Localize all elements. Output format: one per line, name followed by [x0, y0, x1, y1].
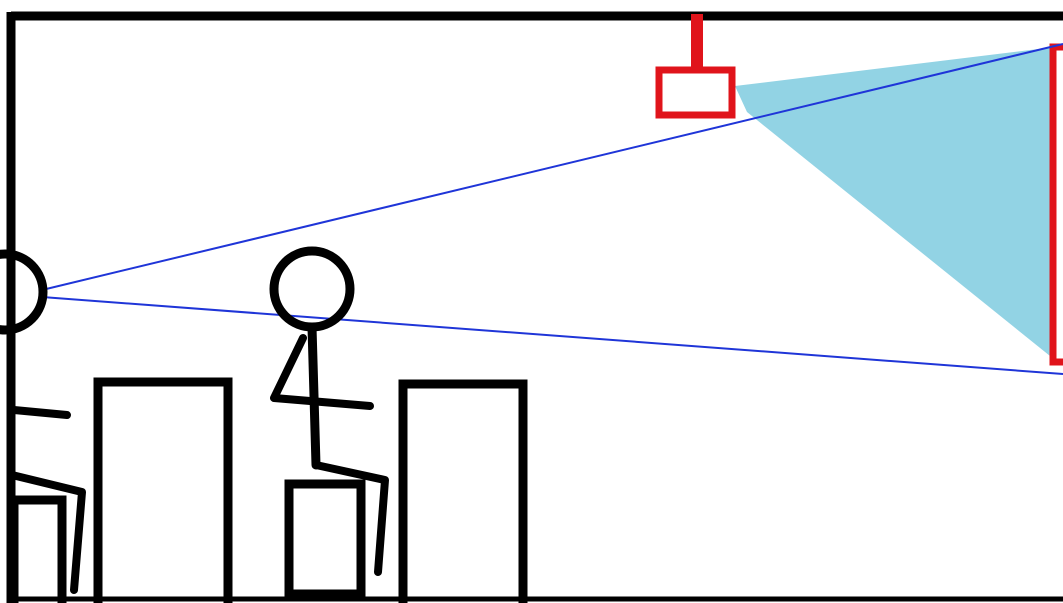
- projection-beam: [735, 47, 1055, 360]
- chair-icon: [284, 479, 366, 599]
- back-viewer-legs: [312, 461, 389, 576]
- person-icon: [0, 249, 48, 335]
- front-viewer-arm: [10, 406, 71, 419]
- desk-icon: [398, 379, 528, 603]
- projector: [655, 14, 736, 119]
- desk-icon: [93, 377, 233, 603]
- chairs: [9, 479, 366, 603]
- projection-screen: [1049, 43, 1063, 366]
- screen-icon: [1049, 43, 1063, 366]
- desks: [93, 377, 528, 603]
- back-viewer-body: [307, 322, 321, 470]
- projector-mount: [691, 14, 703, 70]
- upper-sightline: [41, 43, 1063, 291]
- viewer-back: [269, 246, 389, 576]
- projector-icon: [655, 66, 736, 119]
- lower-sightline: [41, 296, 1063, 375]
- front-viewer-legs: [8, 471, 86, 594]
- sightlines: [41, 43, 1063, 375]
- back-viewer-arm: [270, 334, 374, 410]
- viewer-front: [0, 249, 86, 594]
- chair-icon: [9, 495, 67, 603]
